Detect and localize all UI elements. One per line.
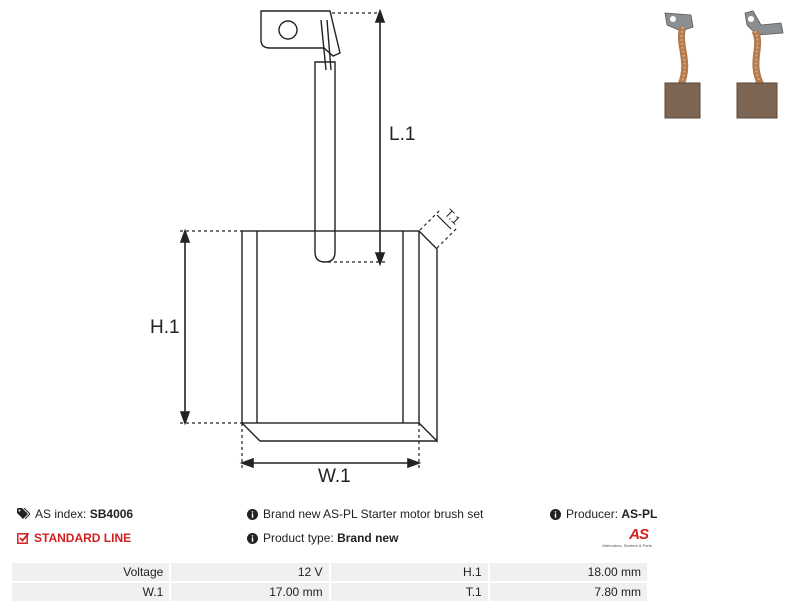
as-index: AS index: SB4006 bbox=[17, 507, 133, 521]
check-square-icon bbox=[17, 532, 29, 544]
info-circle-icon bbox=[247, 533, 258, 544]
brush-technical-drawing: L.1 H.1 W.1 T.1 bbox=[150, 8, 463, 470]
standard-line: STANDARD LINE bbox=[17, 531, 131, 545]
info-circle-icon bbox=[550, 509, 561, 520]
spec-value: 7.80 mm bbox=[489, 583, 647, 601]
product-photos bbox=[657, 5, 800, 120]
as-index-label: AS index: bbox=[35, 507, 87, 521]
brush-body-side bbox=[418, 230, 438, 443]
table-row: W.1 17.00 mm T.1 7.80 mm bbox=[12, 583, 647, 601]
wire-crimp bbox=[320, 19, 332, 71]
product-photo-2 bbox=[736, 10, 784, 119]
spec-label: Voltage bbox=[12, 563, 170, 581]
table-row: Voltage 12 V H.1 18.00 mm bbox=[12, 563, 647, 581]
product-type: Product type: Brand new bbox=[247, 531, 398, 545]
brush-body-front bbox=[241, 230, 420, 424]
logo-mark: AS bbox=[629, 526, 649, 543]
lead-wire bbox=[314, 61, 336, 263]
as-pl-logo: AS Alternators, Starters & Parts bbox=[588, 526, 652, 552]
terminal-hole bbox=[278, 20, 298, 40]
product-description: Brand new AS-PL Starter motor brush set bbox=[247, 507, 483, 521]
spec-value: 12 V bbox=[171, 563, 329, 581]
spec-label: T.1 bbox=[330, 583, 488, 601]
product-type-label: Product type: bbox=[263, 531, 334, 545]
label-w1-visible: W.1 bbox=[318, 466, 351, 487]
label-l1: L.1 bbox=[389, 124, 415, 145]
as-index-value: SB4006 bbox=[89, 507, 134, 521]
brush-body-bottom bbox=[241, 422, 437, 442]
standard-line-label: STANDARD LINE bbox=[34, 531, 132, 545]
info-circle-icon bbox=[247, 509, 258, 520]
producer: Producer: AS-PL bbox=[550, 507, 657, 521]
terminal-tab bbox=[260, 10, 341, 57]
product-type-value: Brand new bbox=[337, 531, 399, 545]
spec-value: 18.00 mm bbox=[489, 563, 647, 581]
spec-label: W.1 bbox=[12, 583, 170, 601]
spec-label: H.1 bbox=[330, 563, 488, 581]
tag-icon bbox=[17, 508, 30, 520]
label-h1: H.1 bbox=[150, 317, 180, 338]
product-photo-1 bbox=[664, 12, 701, 119]
spec-value: 17.00 mm bbox=[171, 583, 329, 601]
description-text: Brand new AS-PL Starter motor brush set bbox=[263, 507, 484, 521]
specs-table: Voltage 12 V H.1 18.00 mm W.1 17.00 mm T… bbox=[10, 561, 649, 603]
label-t1: T.1 bbox=[442, 206, 463, 227]
logo-tagline: Alternators, Starters & Parts bbox=[602, 543, 652, 548]
producer-label: Producer: bbox=[566, 507, 619, 521]
producer-value: AS-PL bbox=[621, 507, 658, 521]
